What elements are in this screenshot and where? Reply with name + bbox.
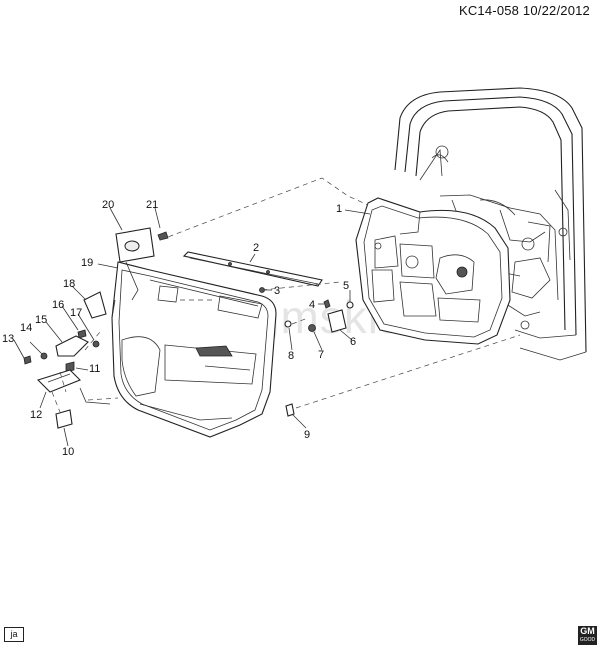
water-deflector-part xyxy=(355,197,511,345)
callout-1: 1 xyxy=(336,203,342,215)
callout-9: 9 xyxy=(304,429,310,441)
callout-8: 8 xyxy=(288,350,294,362)
callout-11: 11 xyxy=(89,363,100,375)
callout-21: 21 xyxy=(146,199,158,211)
callout-leaders xyxy=(13,207,371,447)
callout-18: 18 xyxy=(63,278,75,290)
callout-16: 16 xyxy=(52,299,64,311)
callout-13: 13 xyxy=(2,333,14,345)
diagram-date: 10/22/2012 xyxy=(522,3,590,18)
callout-4: 4 xyxy=(309,299,315,311)
belt-sealing-strip-part xyxy=(182,251,323,287)
callout-2: 2 xyxy=(253,242,259,254)
callout-19: 19 xyxy=(81,257,93,269)
callout-7: 7 xyxy=(318,349,324,361)
callout-numbers: 1 2 3 4 5 6 7 8 9 10 11 12 13 14 15 16 1… xyxy=(2,199,356,458)
callout-6: 6 xyxy=(350,336,356,348)
diagram-header: KC14-058 10/22/2012 xyxy=(459,3,590,18)
gm-logo: GM GOOD xyxy=(578,626,597,645)
language-badge: ja xyxy=(4,627,24,642)
callout-10: 10 xyxy=(62,446,74,458)
callout-15: 15 xyxy=(35,314,47,326)
callout-20: 20 xyxy=(102,199,114,211)
alignment-lines xyxy=(51,177,521,413)
gm-logo-top: GM xyxy=(580,626,595,636)
gm-logo-bottom: GOOD xyxy=(579,637,596,643)
callout-12: 12 xyxy=(30,409,42,421)
small-parts-group xyxy=(23,227,354,429)
callout-17: 17 xyxy=(70,307,82,319)
callout-14: 14 xyxy=(20,322,32,334)
door-trim-panel-part xyxy=(111,261,277,438)
diagram-code: KC14-058 xyxy=(458,3,520,18)
callout-5: 5 xyxy=(343,280,349,292)
callout-3: 3 xyxy=(274,285,280,297)
